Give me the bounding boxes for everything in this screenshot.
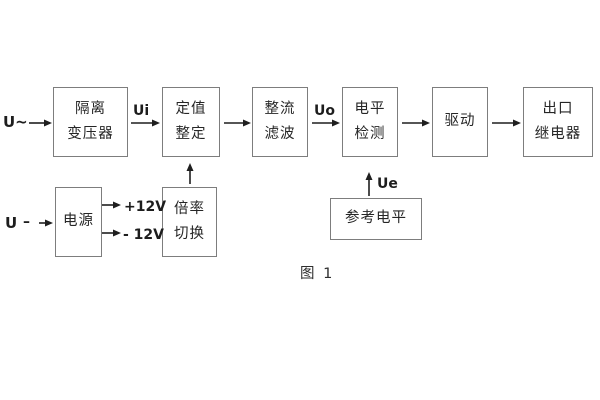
block-level-detect: 电平 检测 — [342, 87, 398, 157]
block-output-relay: 出口 继电器 — [523, 87, 593, 157]
block-label: 切换 — [174, 225, 205, 242]
arrow-ac-input — [29, 119, 52, 127]
figure-caption: 图 1 — [300, 266, 335, 282]
block-label: 电源 — [63, 213, 94, 230]
block-power-supply: 电源 — [55, 187, 102, 257]
block-label: 检测 — [354, 125, 386, 142]
block-label: 整定 — [175, 125, 207, 142]
block-reference-level: 参考电平 — [330, 198, 422, 240]
block-label: 隔离 — [75, 100, 106, 117]
dc-input-dash: – — [23, 214, 30, 230]
block-ratio-switch: 倍率 切换 — [162, 187, 217, 257]
arrow-minus-12v — [102, 229, 121, 237]
block-label: 继电器 — [534, 125, 582, 142]
minus-12v-label: - 12V — [123, 227, 165, 243]
block-label: 变压器 — [67, 125, 114, 142]
signal-ue-label: Ue — [377, 176, 398, 192]
block-label: 出口 — [542, 100, 574, 117]
block-label: 电平 — [354, 100, 386, 117]
plus-12v-label: +12V — [124, 199, 167, 215]
block-setting-adjust: 定值 整定 — [162, 87, 220, 157]
block-rectifier-filter: 整流 滤波 — [252, 87, 308, 157]
signal-ui-label: Ui — [133, 103, 150, 119]
dc-input-label: U — [5, 214, 18, 232]
block-drive: 驱动 — [432, 87, 488, 157]
signal-uo-label: Uo — [314, 103, 335, 119]
block-label: 整流 — [264, 100, 296, 117]
arrow-drive-to-relay — [492, 119, 521, 127]
block-isolation-transformer: 隔离 变压器 — [53, 87, 128, 157]
block-label: 驱动 — [444, 113, 476, 130]
block-label: 定值 — [175, 100, 207, 117]
block-label: 参考电平 — [345, 210, 407, 227]
block-label: 滤波 — [264, 125, 296, 142]
arrow-ue — [365, 172, 373, 196]
arrow-level-to-drive — [402, 119, 430, 127]
block-label: 倍率 — [174, 200, 205, 217]
ac-input-label: U~ — [3, 113, 28, 131]
arrow-plus-12v — [102, 201, 121, 209]
arrow-ratio-to-setting — [186, 163, 194, 184]
arrow-setting-to-rectifier — [224, 119, 251, 127]
arrow-dc-input — [39, 219, 53, 227]
